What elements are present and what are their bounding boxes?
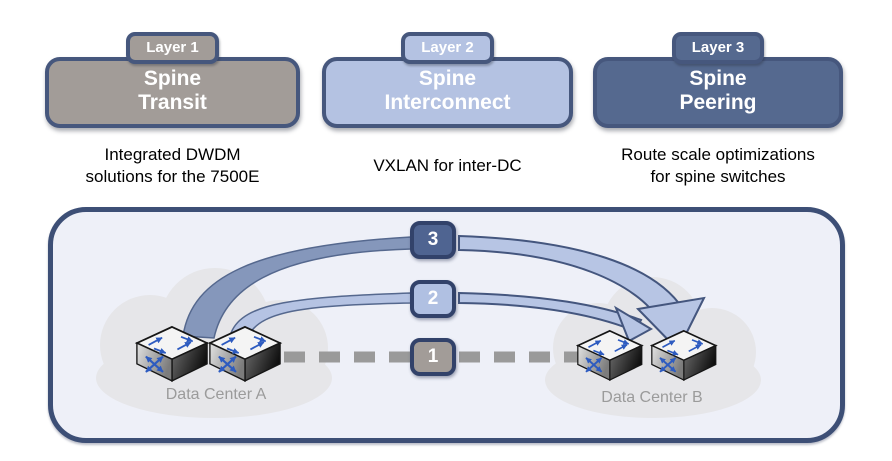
layer-2-badge: Layer 2: [401, 32, 494, 64]
layer-1-desc-line-2: solutions for the 7500E: [85, 166, 260, 186]
layer-3-desc-line-2: for spine switches: [650, 166, 786, 186]
link-badge-3: 3: [410, 221, 456, 259]
data-center-a-label: Data Center A: [165, 386, 267, 403]
data-center-b-label: Data Center B: [601, 389, 703, 406]
link-badge-2: 2: [410, 280, 456, 318]
layer-3-badge: Layer 3: [671, 32, 765, 64]
layer-1-box: Spine Transit: [45, 57, 300, 128]
layer-2-box: Spine Interconnect: [322, 57, 573, 128]
layer-2-title-line-2: Interconnect: [384, 91, 511, 115]
layer-1-badge: Layer 1: [126, 32, 219, 64]
arc-layer-2-right: [458, 291, 654, 343]
arc-layer-3-right: [458, 234, 706, 352]
layer-1-desc-line-1: Integrated DWDM: [104, 144, 241, 164]
layer-1-title-line-2: Transit: [138, 91, 207, 115]
arrowhead-layer-3: [635, 296, 706, 352]
layer-1-column: Layer 1 Spine Transit Integrated DWDM so…: [45, 32, 300, 188]
layer-2-description: VXLAN for inter-DC: [322, 155, 573, 177]
layer-2-title-line-1: Spine: [418, 67, 477, 90]
layer-3-description: Route scale optimizations for spine swit…: [593, 144, 843, 188]
layer-2-column: Layer 2 Spine Interconnect VXLAN for int…: [322, 32, 573, 177]
layer-3-column: Layer 3 Spine Peering Route scale optimi…: [593, 32, 843, 188]
layer-3-box: Spine Peering: [593, 57, 843, 128]
layer-2-desc-line-1: VXLAN for inter-DC: [373, 155, 522, 175]
link-badge-1: 1: [410, 338, 456, 376]
layer-1-description: Integrated DWDM solutions for the 7500E: [45, 144, 300, 188]
layer-3-title-line-2: Peering: [679, 91, 757, 115]
layer-1-title-line-1: Spine: [143, 67, 202, 90]
layer-3-desc-line-1: Route scale optimizations: [621, 144, 815, 164]
layer-3-title-line-1: Spine: [689, 67, 747, 90]
arrowhead-layer-2: [613, 305, 654, 343]
